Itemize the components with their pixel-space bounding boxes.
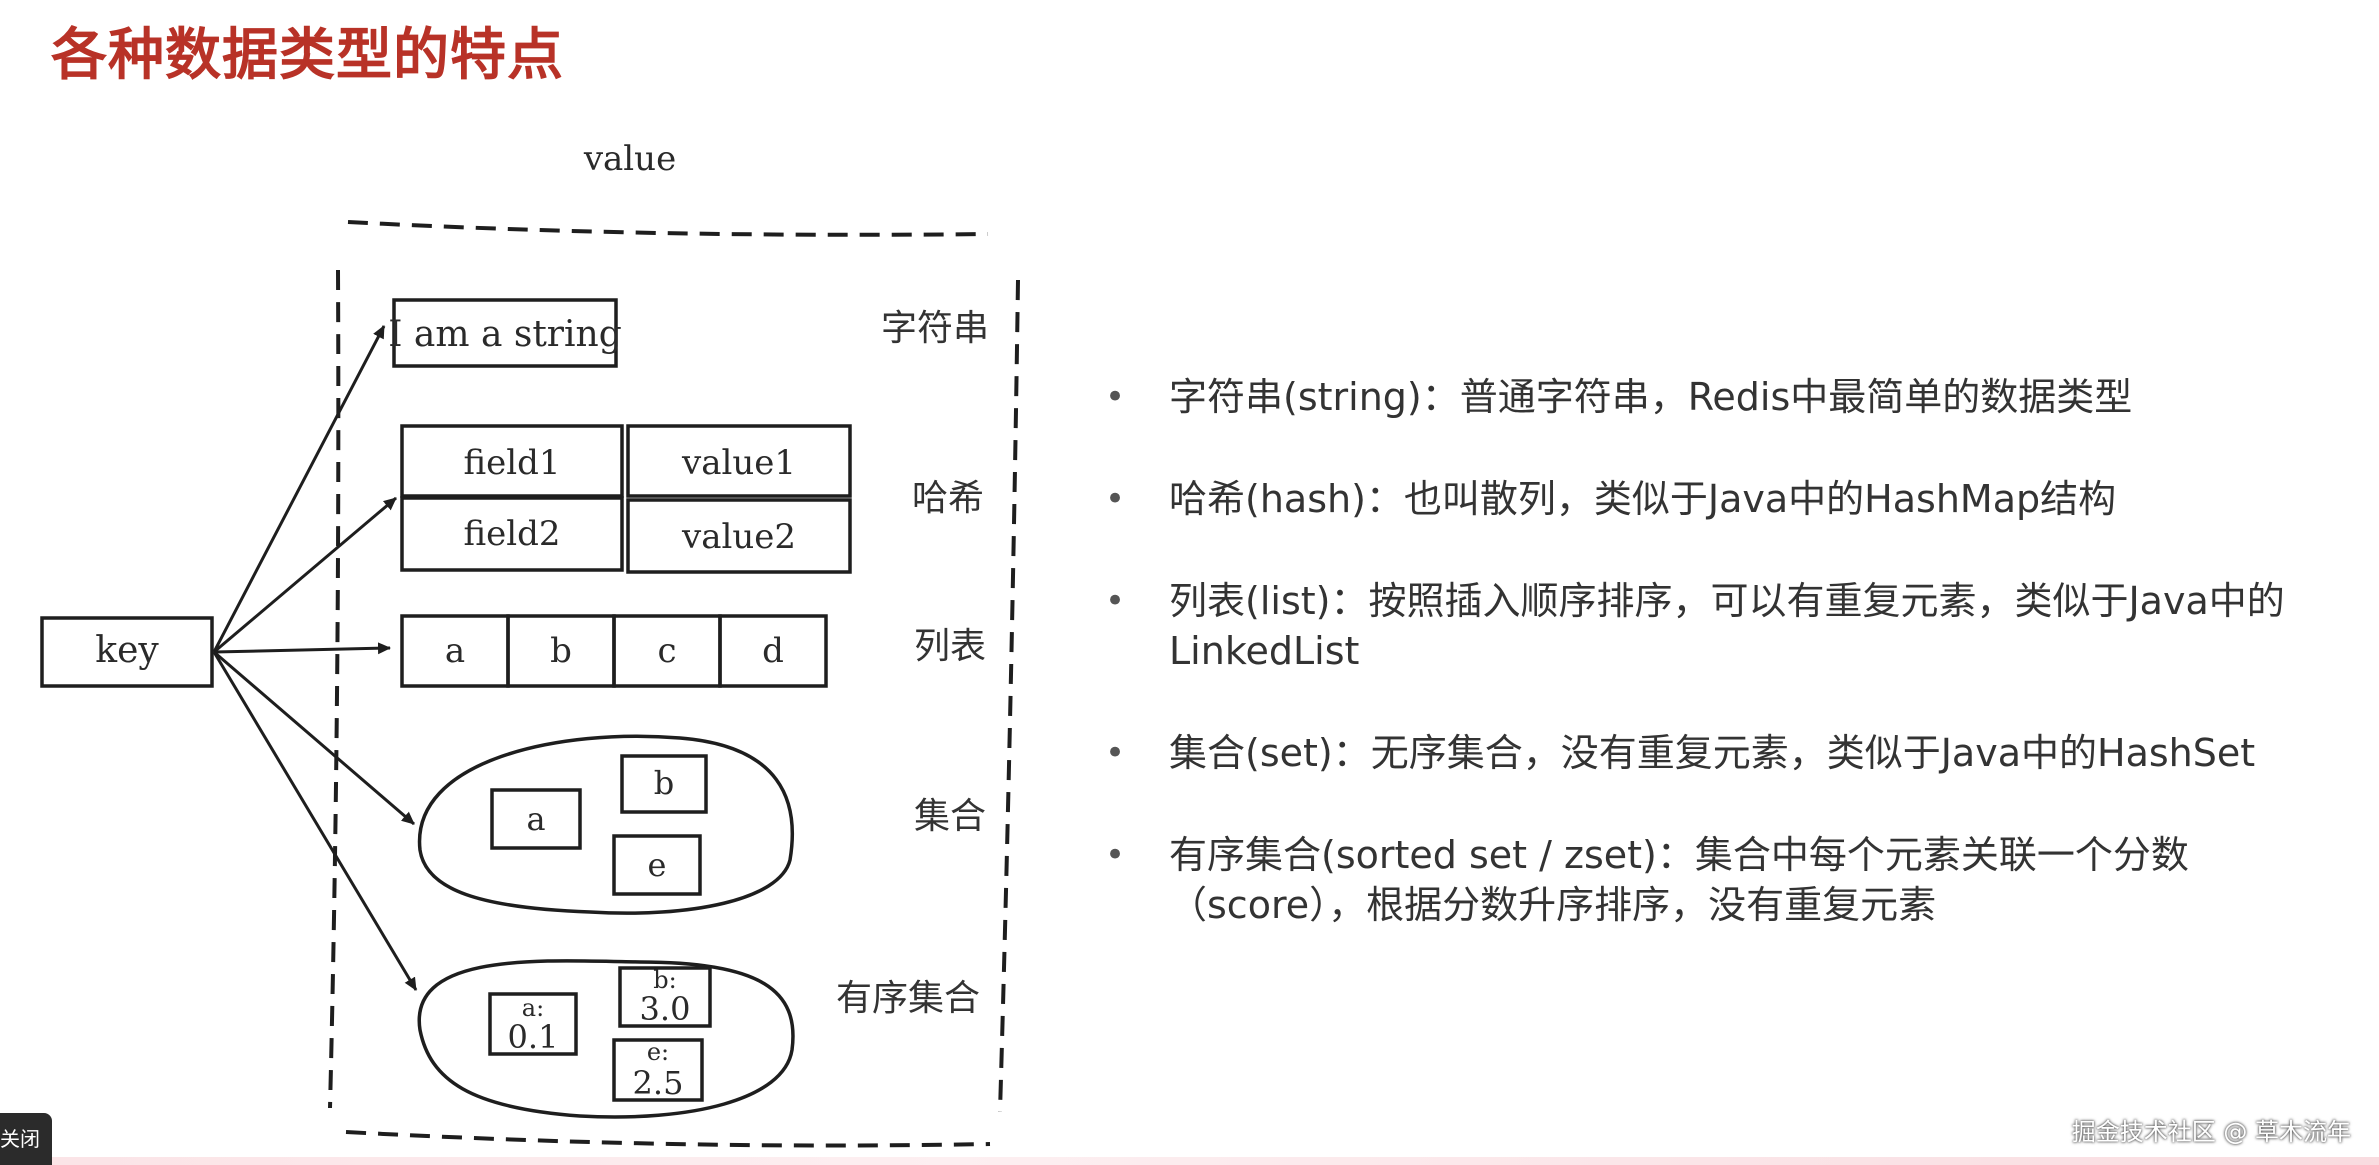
arrow-to-string bbox=[212, 325, 386, 653]
zset-member-box-a bbox=[488, 992, 578, 1056]
data-type-bullet-list: 字符串(string)：普通字符串，Redis中最简单的数据类型 哈希(hash… bbox=[1105, 372, 2365, 982]
string-box bbox=[392, 298, 618, 368]
zset-member-e-score: 2.5 bbox=[633, 1064, 684, 1102]
hash-field2: field2 bbox=[463, 514, 560, 554]
bullet-hash: 哈希(hash)：也叫散列，类似于Java中的HashMap结构 bbox=[1105, 474, 2365, 524]
watermark: 掘金技术社区 @ 草木流年 bbox=[2071, 1118, 2351, 1146]
hash-field1: field1 bbox=[463, 443, 560, 483]
set-member-b: b bbox=[654, 764, 674, 802]
arrow-to-hash bbox=[213, 496, 397, 654]
hash-value1: value1 bbox=[681, 443, 796, 483]
slide-title: 各种数据类型的特点 bbox=[51, 23, 564, 88]
value-region-right bbox=[998, 279, 1020, 1113]
zset-ellipse bbox=[417, 959, 795, 1119]
set-member-e: e bbox=[648, 846, 667, 884]
zset-member-a-name: a: bbox=[522, 994, 544, 1022]
bullet-list: 列表(list)：按照插入顺序排序，可以有重复元素，类似于Java中的Linke… bbox=[1105, 576, 2365, 676]
value-region-left bbox=[328, 269, 341, 1109]
bullet-set: 集合(set)：无序集合，没有重复元素，类似于Java中的HashSet bbox=[1105, 728, 2365, 778]
zset-member-b-name: b: bbox=[653, 966, 676, 994]
hash-value2: value2 bbox=[681, 517, 796, 557]
hash-field2-box bbox=[400, 496, 624, 572]
arrow-to-zset bbox=[212, 651, 418, 991]
type-label-set: 集合 bbox=[914, 796, 986, 837]
list-item-b: b bbox=[550, 631, 572, 671]
zset-member-box-e bbox=[612, 1038, 704, 1102]
arrow-to-list bbox=[213, 642, 391, 655]
zset-member-e-name: e: bbox=[647, 1038, 669, 1066]
value-region-top bbox=[347, 220, 989, 237]
bottom-strip bbox=[0, 1157, 2379, 1165]
value-label: value bbox=[583, 139, 676, 179]
zset-member-box-b bbox=[618, 966, 712, 1028]
key-box bbox=[40, 616, 214, 688]
type-label-hash: 哈希 bbox=[912, 478, 984, 519]
value-region-bottom bbox=[345, 1130, 991, 1148]
set-member-box-b bbox=[620, 754, 708, 814]
zset-member-b-score: 3.0 bbox=[640, 990, 691, 1028]
string-content: I am a string bbox=[388, 314, 622, 355]
bullet-string: 字符串(string)：普通字符串，Redis中最简单的数据类型 bbox=[1105, 372, 2365, 422]
set-ellipse bbox=[417, 734, 795, 915]
zset-member-a-score: 0.1 bbox=[508, 1018, 559, 1056]
list-item-d: d bbox=[762, 631, 784, 671]
bullet-zset: 有序集合(sorted set / zset)：集合中每个元素关联一个分数（sc… bbox=[1105, 830, 2365, 930]
type-label-string: 字符串 bbox=[881, 308, 989, 349]
set-member-box-a bbox=[490, 788, 582, 850]
hash-field1-box bbox=[400, 424, 624, 498]
set-member-a: a bbox=[526, 800, 545, 838]
list-item-c: c bbox=[657, 631, 676, 671]
key-label: key bbox=[95, 630, 159, 671]
type-label-list: 列表 bbox=[914, 626, 986, 667]
close-button[interactable]: 关闭 bbox=[0, 1113, 52, 1165]
arrow-to-set bbox=[213, 650, 415, 826]
hash-value1-box bbox=[626, 424, 852, 498]
hash-value2-box bbox=[626, 498, 852, 574]
set-member-box-e bbox=[612, 834, 702, 896]
list-item-box-d bbox=[718, 614, 828, 688]
list-item-a: a bbox=[445, 631, 465, 671]
type-label-zset: 有序集合 bbox=[836, 978, 980, 1019]
redis-data-types-diagram: value key I am a string 字符串 field1 value… bbox=[40, 139, 1020, 1148]
